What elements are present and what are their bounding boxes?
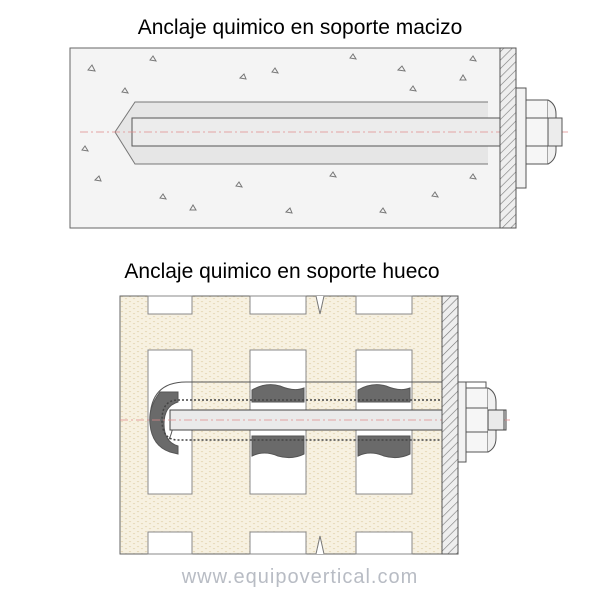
- washer-hollow: [457, 381, 467, 463]
- hollow-support-section: [119, 295, 510, 555]
- concrete-aggregate: [81, 53, 477, 214]
- washer: [515, 87, 527, 189]
- chemical-resin: [149, 381, 487, 459]
- solid-support-title: Anclaje quimico en soporte macizo: [137, 16, 463, 39]
- fixture-plate: [499, 47, 517, 229]
- website-watermark: www.equipovertical.com: [181, 566, 419, 588]
- hollow-support-title: Anclaje quimico en soporte hueco: [124, 260, 440, 283]
- solid-support-section: [69, 47, 570, 229]
- fixture-plate-hollow: [441, 295, 459, 555]
- nut-hollow: [465, 387, 497, 453]
